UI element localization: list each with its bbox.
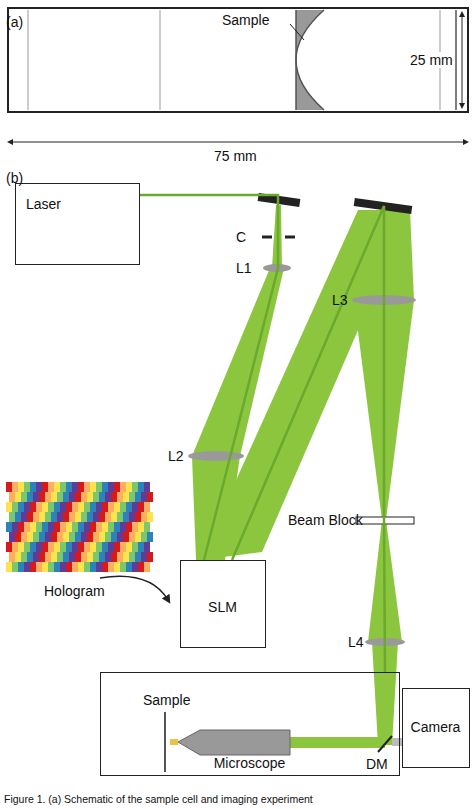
- slide-outline: [8, 8, 468, 112]
- part-label: C: [236, 229, 246, 245]
- beam-path: [140, 195, 278, 560]
- node-label: Microscope: [214, 755, 286, 771]
- hologram-arrow: [100, 576, 168, 600]
- aperture: [262, 236, 272, 239]
- slm-box: SLM: [180, 560, 266, 648]
- microscope-box: Microscope: [100, 672, 400, 776]
- laser-box: Laser: [15, 183, 140, 265]
- part-label: L3: [332, 292, 348, 308]
- part-label: Sample: [143, 692, 190, 708]
- part-label: L2: [168, 448, 184, 464]
- part-label: (b): [6, 170, 23, 186]
- sample-slide: [164, 712, 166, 772]
- part-label: Beam Block: [288, 512, 363, 528]
- node-label: Laser: [26, 196, 61, 212]
- part-label: (a): [6, 14, 23, 30]
- objective: [178, 730, 290, 755]
- camera-box: Camera: [402, 688, 470, 768]
- node-label: Camera: [411, 719, 461, 735]
- part-label: 75 mm: [212, 148, 259, 164]
- part-label: Sample: [222, 12, 269, 28]
- part-label: L4: [348, 634, 364, 650]
- beam-path: [232, 206, 385, 672]
- sample-region: [296, 10, 324, 110]
- part-label: L1: [236, 260, 252, 276]
- hologram-image: [6, 482, 153, 572]
- leader-line: [290, 24, 304, 40]
- dichroic-mirror: [378, 736, 392, 752]
- node-label: SLM: [208, 599, 237, 615]
- meniscus: [296, 10, 324, 110]
- part-label: Hologram: [44, 583, 105, 599]
- lens: [188, 451, 244, 461]
- figure-caption: Figure 1. (a) Schematic of the sample ce…: [4, 793, 313, 805]
- part-label: 25 mm: [408, 52, 455, 68]
- part-label: DM: [366, 756, 388, 772]
